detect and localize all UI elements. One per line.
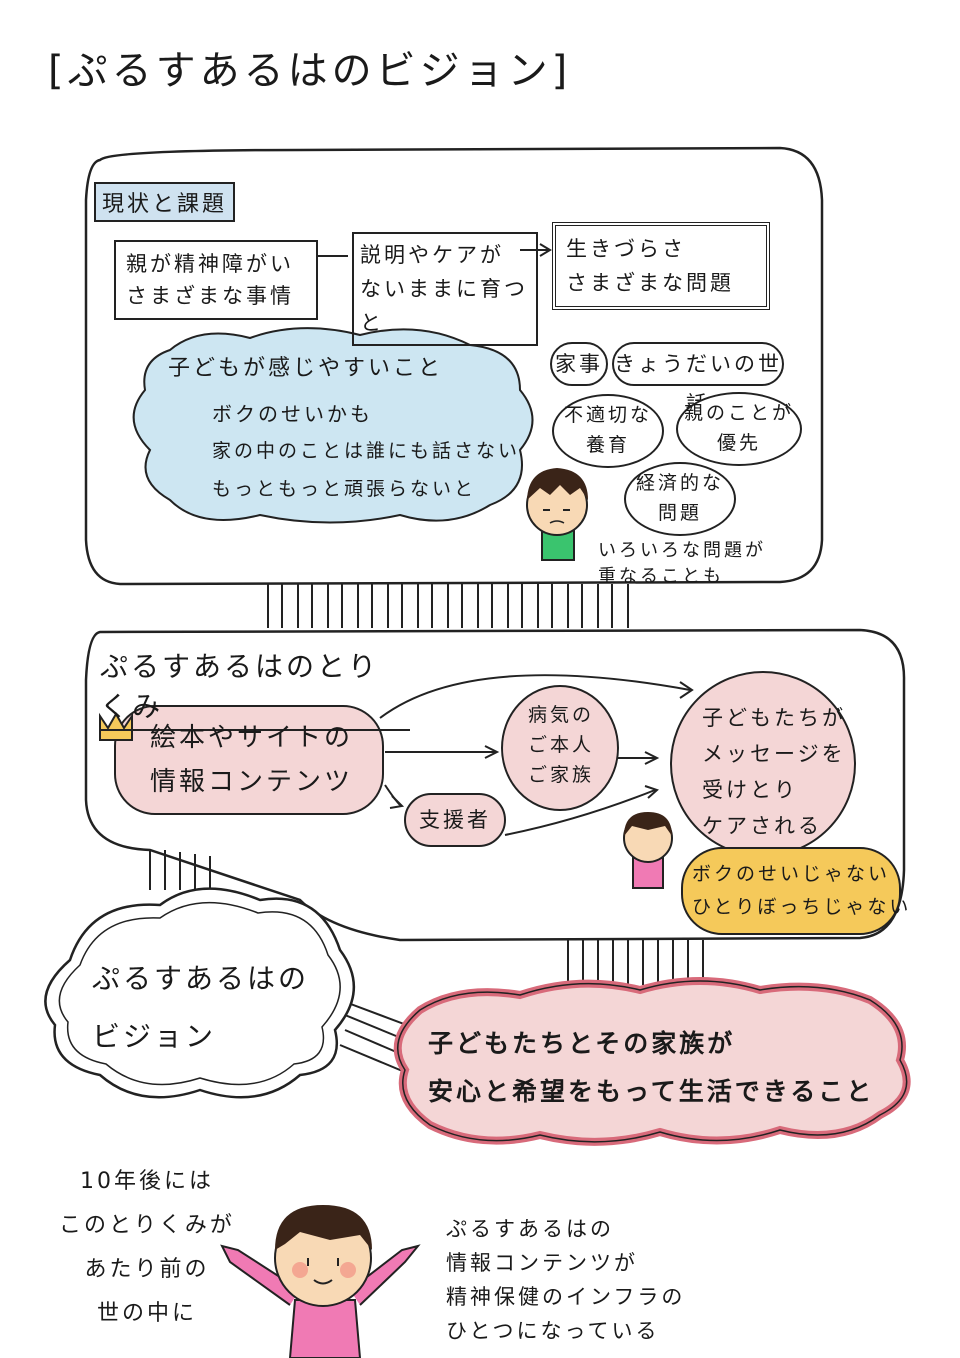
content-shape <box>114 705 384 815</box>
page-title: [ぷるすあるはのビジョン] <box>48 48 572 94</box>
crown-icon <box>99 711 133 741</box>
issue-housework: 家事 <box>550 342 608 386</box>
info-content-label: 絵本やサイトの 情報コンテンツ <box>150 723 354 797</box>
section-heading-initiatives: ぷるすあるはのとりくみ <box>100 645 410 731</box>
overlap-note: いろいろな問題が 重なることも <box>598 540 766 587</box>
ten-year-goal: 10年後には このとりくみが あたり前の 世の中に <box>59 1169 235 1326</box>
cloud-line-3: もっともっと頑張らないと <box>212 478 477 500</box>
happy-child-figure <box>220 1205 421 1358</box>
issue-economic: 経済的な 問題 <box>624 462 736 536</box>
section-heading-current-issues: 現状と課題 <box>94 182 236 222</box>
vision-cloud-label: ぷるすあるはの ビジョン <box>92 962 310 1053</box>
supporters-label: 支援者 <box>419 808 491 832</box>
flow-step-3: 生きづらさ さまざまな問題 <box>552 222 770 310</box>
patients-family-label: 病気の ご本人 ご家族 <box>527 704 594 786</box>
cloud-title: 子どもが感じやすいこと <box>168 356 444 381</box>
infrastructure-goal: ぷるすあるはの 情報コンテンツが 精神保健のインフラの ひとつになっている <box>446 1217 686 1343</box>
outcome-label: 子どもたちが メッセージを 受けとり ケアされる <box>702 706 846 838</box>
cloud-line-2: 家の中のことは誰にも話さない <box>212 440 521 462</box>
small-child-figure <box>623 812 673 889</box>
issue-parent-priority: 親のことが 優先 <box>676 392 802 466</box>
sad-child-figure <box>526 468 588 561</box>
flow-step-1: 親が精神障がい さまざまな事情 <box>114 240 318 320</box>
issue-siblings: きょうだいの世話 <box>612 342 784 416</box>
flow-step-2: 説明やケアが ないままに育つと <box>352 232 538 346</box>
cloud-shape <box>132 327 534 524</box>
child-message: ボクのせいじゃない ひとりぼっちじゃない <box>692 863 912 918</box>
cloud-line-1: ボクのせいかも <box>212 402 373 426</box>
issue-inappropriate-care: 不適切な 養育 <box>552 394 664 468</box>
vision-statement: 子どもたちとその家族が 安心と希望をもって生活できること <box>428 1029 875 1106</box>
